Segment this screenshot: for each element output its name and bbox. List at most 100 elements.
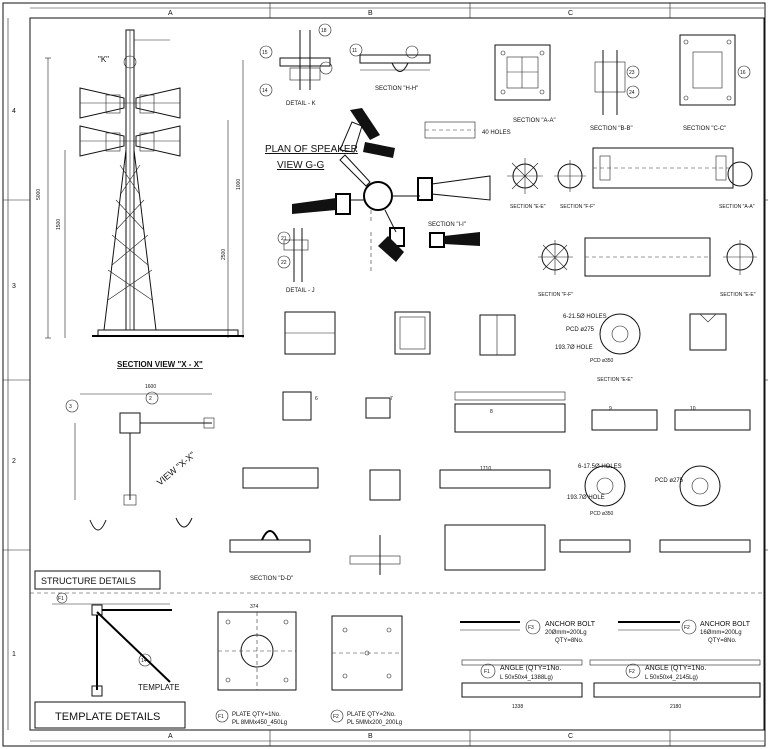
callout-22: 22 — [281, 260, 287, 266]
view-xx-title: VIEW "X-X" — [155, 450, 197, 488]
callout-hole-193b: 193.7Ø HOLE — [567, 495, 605, 501]
col-label-c-top: C — [568, 10, 573, 17]
anchor-bolt-1-qty: QTY=8No. — [555, 638, 584, 644]
view-k-marker: "K" — [98, 55, 109, 64]
template-details-title: TEMPLATE DETAILS — [55, 711, 160, 723]
callout-7: 7 — [390, 396, 393, 402]
tube-member-upper — [592, 147, 753, 189]
plate-200-drawing — [330, 615, 403, 723]
section-hh-title: SECTION "H-H" — [375, 86, 418, 92]
callout-f1-angle: F1 — [484, 669, 490, 675]
plate2-label: PLATE QTY=2No. — [347, 712, 396, 718]
anchor-bolt-drawings — [460, 619, 697, 635]
section-aa-drawing — [494, 44, 551, 101]
section-xx-title: SECTION VIEW "X - X" — [117, 360, 203, 369]
anchor-bolt-1-spec: 20Ømm=200Lg — [545, 630, 587, 636]
section-hh-drawing — [349, 43, 431, 72]
detail-j-title: DETAIL - J — [286, 288, 315, 294]
row-label-1: 1 — [12, 651, 16, 658]
speaker-plan-drawing — [292, 108, 491, 272]
section-ee-plate-title: SECTION "E-E" — [597, 377, 633, 383]
anchor-bolt-2-qty: QTY=8No. — [708, 638, 737, 644]
col-label-b-bottom: B — [368, 733, 373, 740]
structure-details-box — [34, 570, 161, 590]
anchor-bolt-1-label: ANCHOR BOLT — [545, 621, 596, 628]
section-ff-small-title: SECTION "F-F" — [560, 204, 595, 210]
row-label-3: 3 — [12, 283, 16, 290]
callout-pcd-275a: PCD ø275 — [566, 327, 595, 333]
callout-f1-plate: F1 — [218, 714, 224, 720]
callout-pcd-275b: PCD ø275 — [655, 478, 684, 484]
callout-24: 24 — [629, 90, 635, 96]
section-ee-small-title: SECTION "E-E" — [510, 204, 546, 210]
callout-3: 3 — [69, 404, 72, 410]
section-bb-drawing — [594, 50, 640, 115]
plate2-spec: PL 5MMx200_200Lg — [347, 720, 402, 726]
callout-hole-193a: 193.7Ø HOLE — [555, 345, 593, 351]
angle-drawings — [461, 659, 761, 698]
section-cc-title: SECTION "C-C" — [683, 126, 726, 132]
callout-holes-17: 6-17.5Ø HOLES — [578, 464, 622, 470]
callout-40-holes: 40 HOLES — [482, 130, 511, 136]
plates-row-3 — [284, 311, 727, 356]
dim-5000: 5000 — [36, 189, 42, 200]
angle-2-spec: L 50x50x4_2145Lg) — [645, 675, 698, 681]
callout-f2-bolt: F2 — [684, 625, 690, 631]
row-label-2: 2 — [12, 458, 16, 465]
dim-2500: 2500 — [221, 249, 227, 260]
section-cc-drawing — [679, 34, 751, 106]
col-label-b-top: B — [368, 10, 373, 17]
angle-2-label: ANGLE (QTY=1No. — [645, 665, 706, 672]
callout-14: 14 — [262, 88, 268, 94]
section-ff-lower-drawing — [538, 237, 757, 277]
callout-holes-21: 6-21.5Ø HOLES — [563, 314, 607, 320]
callout-11: 11 — [352, 48, 357, 54]
callout-pcd-350b: PCD ø350 — [590, 511, 614, 517]
plates-row-2 — [229, 391, 751, 575]
anchor-bolt-2-spec: 16Ømm=200Lg — [700, 630, 742, 636]
callout-2: 2 — [149, 396, 152, 402]
dim-1000: 1000 — [236, 179, 242, 190]
callout-f2-plate: F2 — [333, 714, 339, 720]
callout-f2-angle: F2 — [629, 669, 635, 675]
section-ee-lower-title: SECTION "E-E" — [720, 292, 756, 298]
section-ff-small — [554, 160, 586, 192]
plate1-label: PLATE QTY=1No. — [232, 712, 281, 718]
section-ff-lower-title: SECTION "F-F" — [538, 292, 573, 298]
callout-6: 6 — [315, 396, 318, 402]
section-bb-title: SECTION "B-B" — [590, 126, 633, 132]
callout-f1: F1 — [58, 596, 64, 602]
section-dd-title: SECTION "D-D" — [250, 576, 293, 582]
callout-21: 21 — [281, 236, 287, 242]
callout-14b: 14 — [141, 658, 147, 664]
section-aa-title: SECTION "A-A" — [513, 118, 556, 124]
plate-40-holes-drawing — [424, 121, 476, 139]
anchor-bolt-2-label: ANCHOR BOLT — [700, 621, 751, 628]
angle-1-label: ANGLE (QTY=1No. — [500, 665, 561, 672]
col-label-a-top: A — [168, 10, 173, 17]
dim-1500: 1500 — [56, 219, 62, 230]
callout-pcd-350a: PCD ø350 — [590, 358, 614, 364]
mast-elevation — [45, 29, 244, 339]
section-aa-small-title: SECTION "A-A" — [719, 204, 755, 210]
callout-9: 9 — [609, 406, 612, 412]
callout-18: 18 — [321, 28, 327, 34]
plate1-spec: PL 8MMx450_450Lg — [232, 720, 287, 726]
template-details-box — [34, 701, 186, 729]
callout-23: 23 — [629, 70, 635, 76]
dim-1710: 1710 — [480, 466, 491, 472]
callout-16: 16 — [740, 70, 746, 76]
dim-374: 374 — [250, 604, 259, 610]
callout-8: 8 — [490, 409, 493, 415]
callout-15: 15 — [262, 50, 268, 56]
detail-k-drawing — [259, 23, 333, 97]
template-title: TEMPLATE — [138, 683, 180, 692]
section-ii-title: SECTION "I-I" — [428, 222, 466, 228]
section-ee-small — [507, 158, 543, 194]
detail-k-title: DETAIL - K — [286, 101, 316, 107]
col-label-a-bottom: A — [168, 733, 173, 740]
template-drawing — [52, 592, 172, 697]
plan-title-line2: VIEW G-G — [277, 160, 324, 171]
